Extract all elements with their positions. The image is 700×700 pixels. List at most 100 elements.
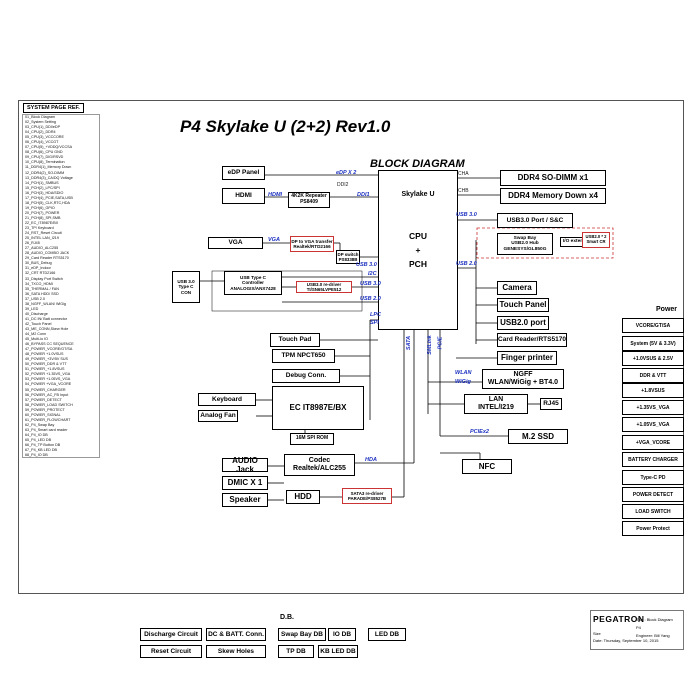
system-page-ref-item: 51_POWER_+1.8VSUS (25, 367, 65, 372)
system-page-ref-item: 58_POWER_LOAD SWITCH (25, 402, 73, 407)
system-page-ref-item: 55_POWER_CHARGER (25, 387, 66, 392)
io-db-block: IO DB (328, 628, 356, 641)
hdmi-block: HDMI (222, 188, 265, 204)
bus-sata-label: SATA (406, 335, 413, 351)
system-page-ref-item: 14_PCH(1)_SMBUS (25, 180, 59, 185)
system-page-ref-item: 16_PCH(3)_HDA/SDIO (25, 190, 64, 195)
system-page-ref-item: 18_PCH(5)_CLK,RTC,HDA (25, 200, 71, 205)
bus-hda-label: HDA (365, 457, 377, 463)
power-item: +1.8VSUS (622, 383, 684, 398)
reset-circuit-block: Reset Circuit (140, 645, 202, 658)
system-page-ref-item: 25_INTEL LAN_I219 (25, 236, 59, 241)
system-page-ref-item: 50_POWER_DDR & VTT (25, 362, 67, 367)
system-page-ref-item: 06_CPU(4)_VCCGT (25, 140, 59, 145)
title-block-size: Size (593, 631, 601, 636)
power-item: +1.0VSUS & 2.5V (622, 351, 684, 366)
swap-bay-db-block: Swap Bay DB (278, 628, 326, 641)
system-page-ref-item: 44_M2 Conn (25, 332, 47, 337)
bus-ddi1-label: DDI1 (357, 192, 370, 198)
bus-wigig-label: WiGig (455, 379, 471, 385)
system-page-ref-item: 34_TXCO_HDMI (25, 281, 53, 286)
diagram-subtitle: BLOCK DIAGRAM (370, 158, 465, 170)
lan-block: LAN INTEL/I219 (464, 394, 528, 414)
system-page-ref-item: 32_CRT RTD2166 (25, 271, 56, 276)
ec-block: EC IT8987E/BX (272, 386, 364, 430)
dc-batt-conn-block: DC & BATT. Conn. (206, 628, 266, 641)
system-page-ref-item: 39_LED (25, 306, 39, 311)
tpm-block: TPM NPCT650 (272, 349, 335, 363)
bus-pcie-label: PCIE (437, 336, 444, 350)
cpu-name: Skylake U (401, 191, 435, 198)
system-page-ref-item: 65_P4_LED DB (25, 438, 52, 442)
finger-printer-block: Finger printer (497, 351, 557, 365)
system-page-ref-item: 26_RJ45 (25, 241, 40, 246)
bus-smlink-label: SMLink (426, 335, 433, 355)
bus-usb20a-label: USB 2.0 (456, 261, 477, 267)
system-page-ref-item: 40_Discharge (25, 311, 48, 316)
system-page-ref-item: 01_Block Diagram (25, 115, 56, 119)
system-page-ref-item: 31_eDP_Indoor (25, 266, 51, 271)
title-block: PEGATRON Title : Block Diagram P4 Engine… (590, 610, 684, 650)
power-item: POWER DETECT (622, 487, 684, 502)
system-page-ref-item: 64_P4_IO DB (25, 432, 48, 437)
system-page-ref-item: 43_ME_CONN,Skew Hole (25, 326, 69, 331)
system-page-ref-item: 57_POWER_DETECT (25, 397, 62, 402)
power-item: DDR & VTT (622, 368, 684, 383)
system-page-ref-item: 02_System Setting (25, 120, 56, 125)
cpu-block: Skylake U CPU + PCH (378, 170, 458, 330)
system-page-ref-item: 37_USB 2.0 (25, 296, 45, 301)
dp-switch-block: DP switch PS8338B (336, 250, 360, 264)
ddr4-memdown-block: DDR4 Memory Down x4 (500, 188, 606, 204)
repeater-block: 4K2K Repeater PS8409 (288, 192, 330, 208)
power-item: LOAD SWITCH (622, 504, 684, 519)
system-page-ref-item: 66_P4_TP Button DB (25, 443, 61, 448)
system-page-ref-item: 13_DDR4(3)_CA/DQ Voltage (25, 175, 73, 180)
system-page-ref-item: 12_DDR4(2)_SO-DIMM (25, 170, 65, 175)
ddr4-sodimm-block: DDR4 SO-DIMM x1 (500, 170, 606, 186)
debug-connector-block: Debug Conn. (272, 369, 340, 383)
title-block-title: Title : Block Diagram (636, 617, 673, 622)
system-page-ref-item: 36_SATA HDD/ SSD (25, 291, 59, 296)
usb30-port-block: USB3.0 Port / S&C (497, 213, 573, 228)
system-page-ref-item: 29_Card Reader RTS5170 (25, 256, 69, 261)
system-page-ref-item: 52_POWER +1.35VS_VGA (25, 372, 71, 377)
edp-panel-block: eDP Panel (222, 166, 265, 180)
power-item: Type-C PD (622, 470, 684, 485)
system-page-ref-item: 67_P4_KB LED DB (25, 448, 57, 453)
touch-pad-block: Touch Pad (270, 333, 320, 347)
bus-usb30a-label: USB 3.0 (456, 212, 477, 218)
skew-holes-block: Skew Holes (206, 645, 266, 658)
touch-panel-block: Touch Panel (497, 298, 549, 312)
m2-ssd-block: M.2 SSD (508, 429, 568, 444)
kb-led-db-block: KB LED DB (318, 645, 358, 658)
typec-controller-block: USB Type C Controller ANALOGIX/ANX7428 (224, 271, 282, 295)
usb20-port-block: USB2.0 port (497, 316, 549, 330)
system-page-ref-item: 61_POWER_FLOWCHART (25, 417, 71, 422)
system-page-ref-item: 10_CPU(8)_Termination (25, 160, 65, 165)
db-label: D.B. (280, 614, 294, 621)
system-page-ref-item: 46_BYPASS CC SEQUENCE (25, 342, 74, 347)
system-page-ref-item: 60_POWER_SIGNAL (25, 412, 61, 417)
bus-pciex2-label: PCIEx2 (470, 429, 489, 435)
system-page-ref-item: 09_CPU(7)_DIG/RSVD (25, 155, 64, 160)
system-page-ref-item: 41_DC IN/ Batt connector (25, 316, 68, 321)
system-page-ref-item: 04_CPU(2)_DDR4 (25, 130, 56, 135)
audio-jack-block: AUDIO Jack (222, 456, 268, 474)
system-page-ref-item: 49_POWER_+3V/5V SUS (25, 357, 68, 362)
system-page-ref-item: 23_TP/ Keyboard (25, 226, 54, 231)
system-page-ref-item: 42_Touch Panel (25, 321, 52, 326)
speaker-block: Speaker (222, 493, 268, 507)
system-page-ref-item: 22_EC_IT8987E/BX (25, 220, 59, 225)
card-reader-block: Card Reader/RTS5170 (497, 333, 567, 347)
keyboard-block: Keyboard (198, 393, 256, 406)
ngff-block: NGFF WLAN/WiGig + BT4.0 (482, 369, 564, 389)
usb30-typec-connector: USB 3.0 Type C CON (172, 271, 200, 303)
dp-to-vga-block: DP to VGA transfer Realtek/RTD2166 (290, 236, 334, 252)
cpu-core-label: CPU + PCH (409, 231, 427, 269)
bus-cha-label: CHA (458, 171, 469, 177)
bus-usb30c-label: USB 3.0 (360, 281, 381, 287)
diagram-title: P4 Skylake U (2+2) Rev1.0 (180, 117, 391, 136)
system-page-ref-item: 20_PCH(7)_POWER (25, 210, 60, 215)
system-page-ref-item: 33_Display Port Switch (25, 276, 63, 281)
